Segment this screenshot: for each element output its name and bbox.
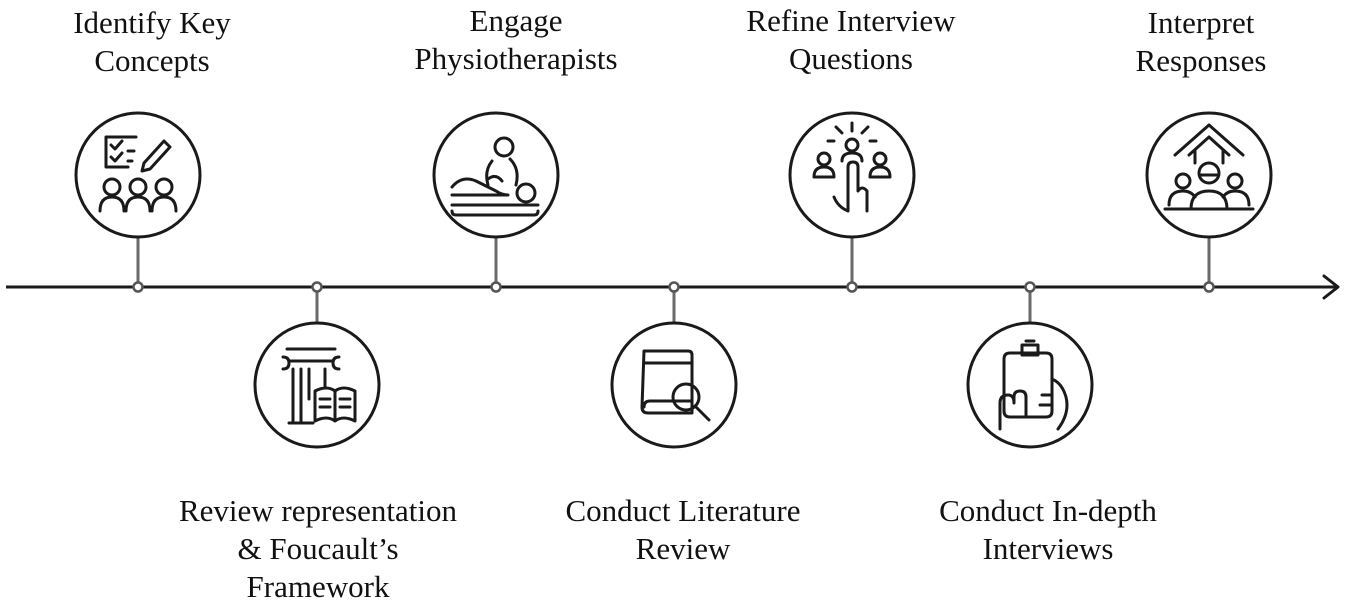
- step-engage: [432, 111, 560, 293]
- step-refine: [788, 111, 916, 293]
- icon-circle-identify: [74, 111, 202, 239]
- step-review: [253, 281, 381, 449]
- book-search-icon: [640, 349, 711, 422]
- step-literature: [610, 281, 738, 449]
- axis-node-literature: [668, 281, 680, 293]
- column-book-icon: [281, 347, 357, 425]
- group-select-icon: [812, 121, 892, 213]
- step-interpret: [1145, 111, 1273, 293]
- axis-node-interpret: [1203, 281, 1215, 293]
- step-interviews: [966, 281, 1094, 449]
- axis-node-interviews: [1024, 281, 1036, 293]
- axis-node-engage: [490, 281, 502, 293]
- clipboard-hand-icon: [998, 339, 1069, 431]
- icon-circle-review: [253, 321, 381, 449]
- icon-circle-literature: [610, 321, 738, 449]
- axis-node-refine: [846, 281, 858, 293]
- growth-team-icon: [1163, 123, 1255, 211]
- axis-arrowhead: [1322, 274, 1340, 300]
- step-identify: [74, 111, 202, 293]
- icon-circle-refine: [788, 111, 916, 239]
- checklist-team-icon: [98, 135, 178, 213]
- axis-node-review: [311, 281, 323, 293]
- physiotherapy-icon: [450, 136, 540, 217]
- axis-node-identify: [132, 281, 144, 293]
